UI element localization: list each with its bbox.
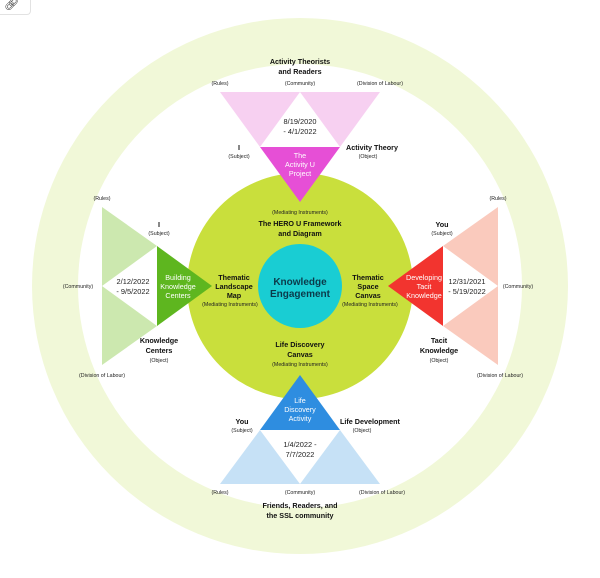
bottom-rules: (Rules): [211, 490, 228, 496]
bottom-instr-line1: Life Discovery: [275, 340, 324, 349]
left-rules-triangle: [102, 207, 157, 286]
left-rules: (Rules): [93, 196, 110, 202]
bottom-project-triangle[interactable]: [260, 375, 340, 430]
left-instr-line2: Landscape: [215, 282, 253, 291]
top-community-line2: and Readers: [278, 67, 321, 76]
top-instr-role: (Mediating Instruments): [272, 210, 328, 216]
bottom-community-role: (Community): [285, 490, 316, 496]
right-object-line1: Tacit: [431, 336, 448, 345]
left-instr-role: (Mediating Instruments): [202, 302, 258, 308]
top-instr-line1: The HERO U Framework: [258, 219, 341, 228]
right-object-line2: Knowledge: [420, 346, 458, 355]
right-dates-line1: 12/31/2021: [449, 277, 486, 286]
right-object-role: (Object): [430, 358, 449, 364]
right-division-triangle: [443, 286, 498, 365]
left-community: (Community): [63, 284, 94, 290]
left-object-line1: Knowledge: [140, 336, 178, 345]
top-subject: I: [238, 143, 240, 152]
right-project-triangle[interactable]: [388, 246, 443, 326]
top-rules-triangle: [220, 92, 300, 147]
top-project-line2: Activity U: [285, 160, 315, 169]
bottom-project-line1: Life: [294, 396, 306, 405]
bottom-subject: You: [235, 417, 248, 426]
bottom-project-line3: Activity: [289, 414, 312, 423]
bottom-community-line2: the SSL community: [267, 511, 334, 520]
bottom-community-line1: Friends, Readers, and: [262, 501, 337, 510]
left-project-line3: Centers: [165, 291, 191, 300]
bottom-division: (Division of Labour): [359, 490, 405, 496]
bottom-instr-line2: Canvas: [287, 350, 313, 359]
bottom-rules-triangle: [220, 430, 300, 484]
right-instr-line2: Space: [357, 282, 378, 291]
right-division: (Division of Labour): [477, 373, 523, 379]
right-instr-role: (Mediating Instruments): [342, 302, 398, 308]
top-project-line1: The: [294, 151, 306, 160]
top-object: Activity Theory: [346, 143, 398, 152]
top-community-role: (Community): [285, 81, 316, 87]
left-project-line1: Building: [165, 273, 191, 282]
top-project-triangle[interactable]: [260, 147, 340, 202]
core-circle: [258, 244, 342, 328]
left-object-line2: Centers: [146, 346, 173, 355]
bottom-project-line2: Discovery: [284, 405, 316, 414]
left-object-role: (Object): [150, 358, 169, 364]
left-division: (Division of Labour): [79, 373, 125, 379]
left-project-triangle[interactable]: [157, 246, 212, 326]
left-dates-line2: - 9/5/2022: [116, 287, 149, 296]
top-object-role: (Object): [359, 154, 378, 160]
left-subject: I: [158, 220, 160, 229]
right-subject-role: (Subject): [431, 231, 452, 237]
left-instr-line3: Map: [227, 291, 242, 300]
top-division: (Division of Labour): [357, 81, 403, 87]
bottom-object: Life Development: [340, 417, 401, 426]
right-rules: (Rules): [489, 196, 506, 202]
bottom-subject-role: (Subject): [231, 428, 252, 434]
right-instr-line1: Thematic: [352, 273, 384, 282]
right-project-line2: Tacit: [417, 282, 432, 291]
right-dates-line2: - 5/19/2022: [448, 287, 485, 296]
right-subject: You: [435, 220, 448, 229]
bottom-dates-line1: 1/4/2022 -: [283, 440, 317, 449]
bottom-instr-role: (Mediating Instruments): [272, 362, 328, 368]
bottom-object-role: (Object): [353, 428, 372, 434]
top-subject-role: (Subject): [228, 154, 249, 160]
top-community-line1: Activity Theorists: [270, 57, 330, 66]
left-instr-line1: Thematic: [218, 273, 250, 282]
top-dates-line1: 8/19/2020: [284, 117, 317, 126]
top-project-line3: Project: [289, 169, 311, 178]
top-rules: (Rules): [211, 81, 228, 87]
bottom-division-triangle: [300, 430, 380, 484]
left-project-line2: Knowledge: [160, 282, 196, 291]
center-label-line2: Engagement: [270, 289, 331, 300]
left-division-triangle: [102, 286, 157, 365]
right-project-line3: Knowledge: [406, 291, 442, 300]
top-instr-line2: and Diagram: [278, 229, 322, 238]
left-subject-role: (Subject): [148, 231, 169, 237]
bottom-dates-line2: 7/7/2022: [286, 450, 315, 459]
link-icon[interactable]: 🔗︎: [0, 0, 31, 15]
left-dates-line1: 2/12/2022: [117, 277, 150, 286]
top-dates-line2: - 4/1/2022: [283, 127, 316, 136]
right-instr-line3: Canvas: [355, 291, 381, 300]
right-project-line1: Developing: [406, 273, 442, 282]
center-label-line1: Knowledge: [273, 277, 327, 288]
top-division-triangle: [300, 92, 380, 147]
right-rules-triangle: [443, 207, 498, 286]
right-community: (Community): [503, 284, 534, 290]
